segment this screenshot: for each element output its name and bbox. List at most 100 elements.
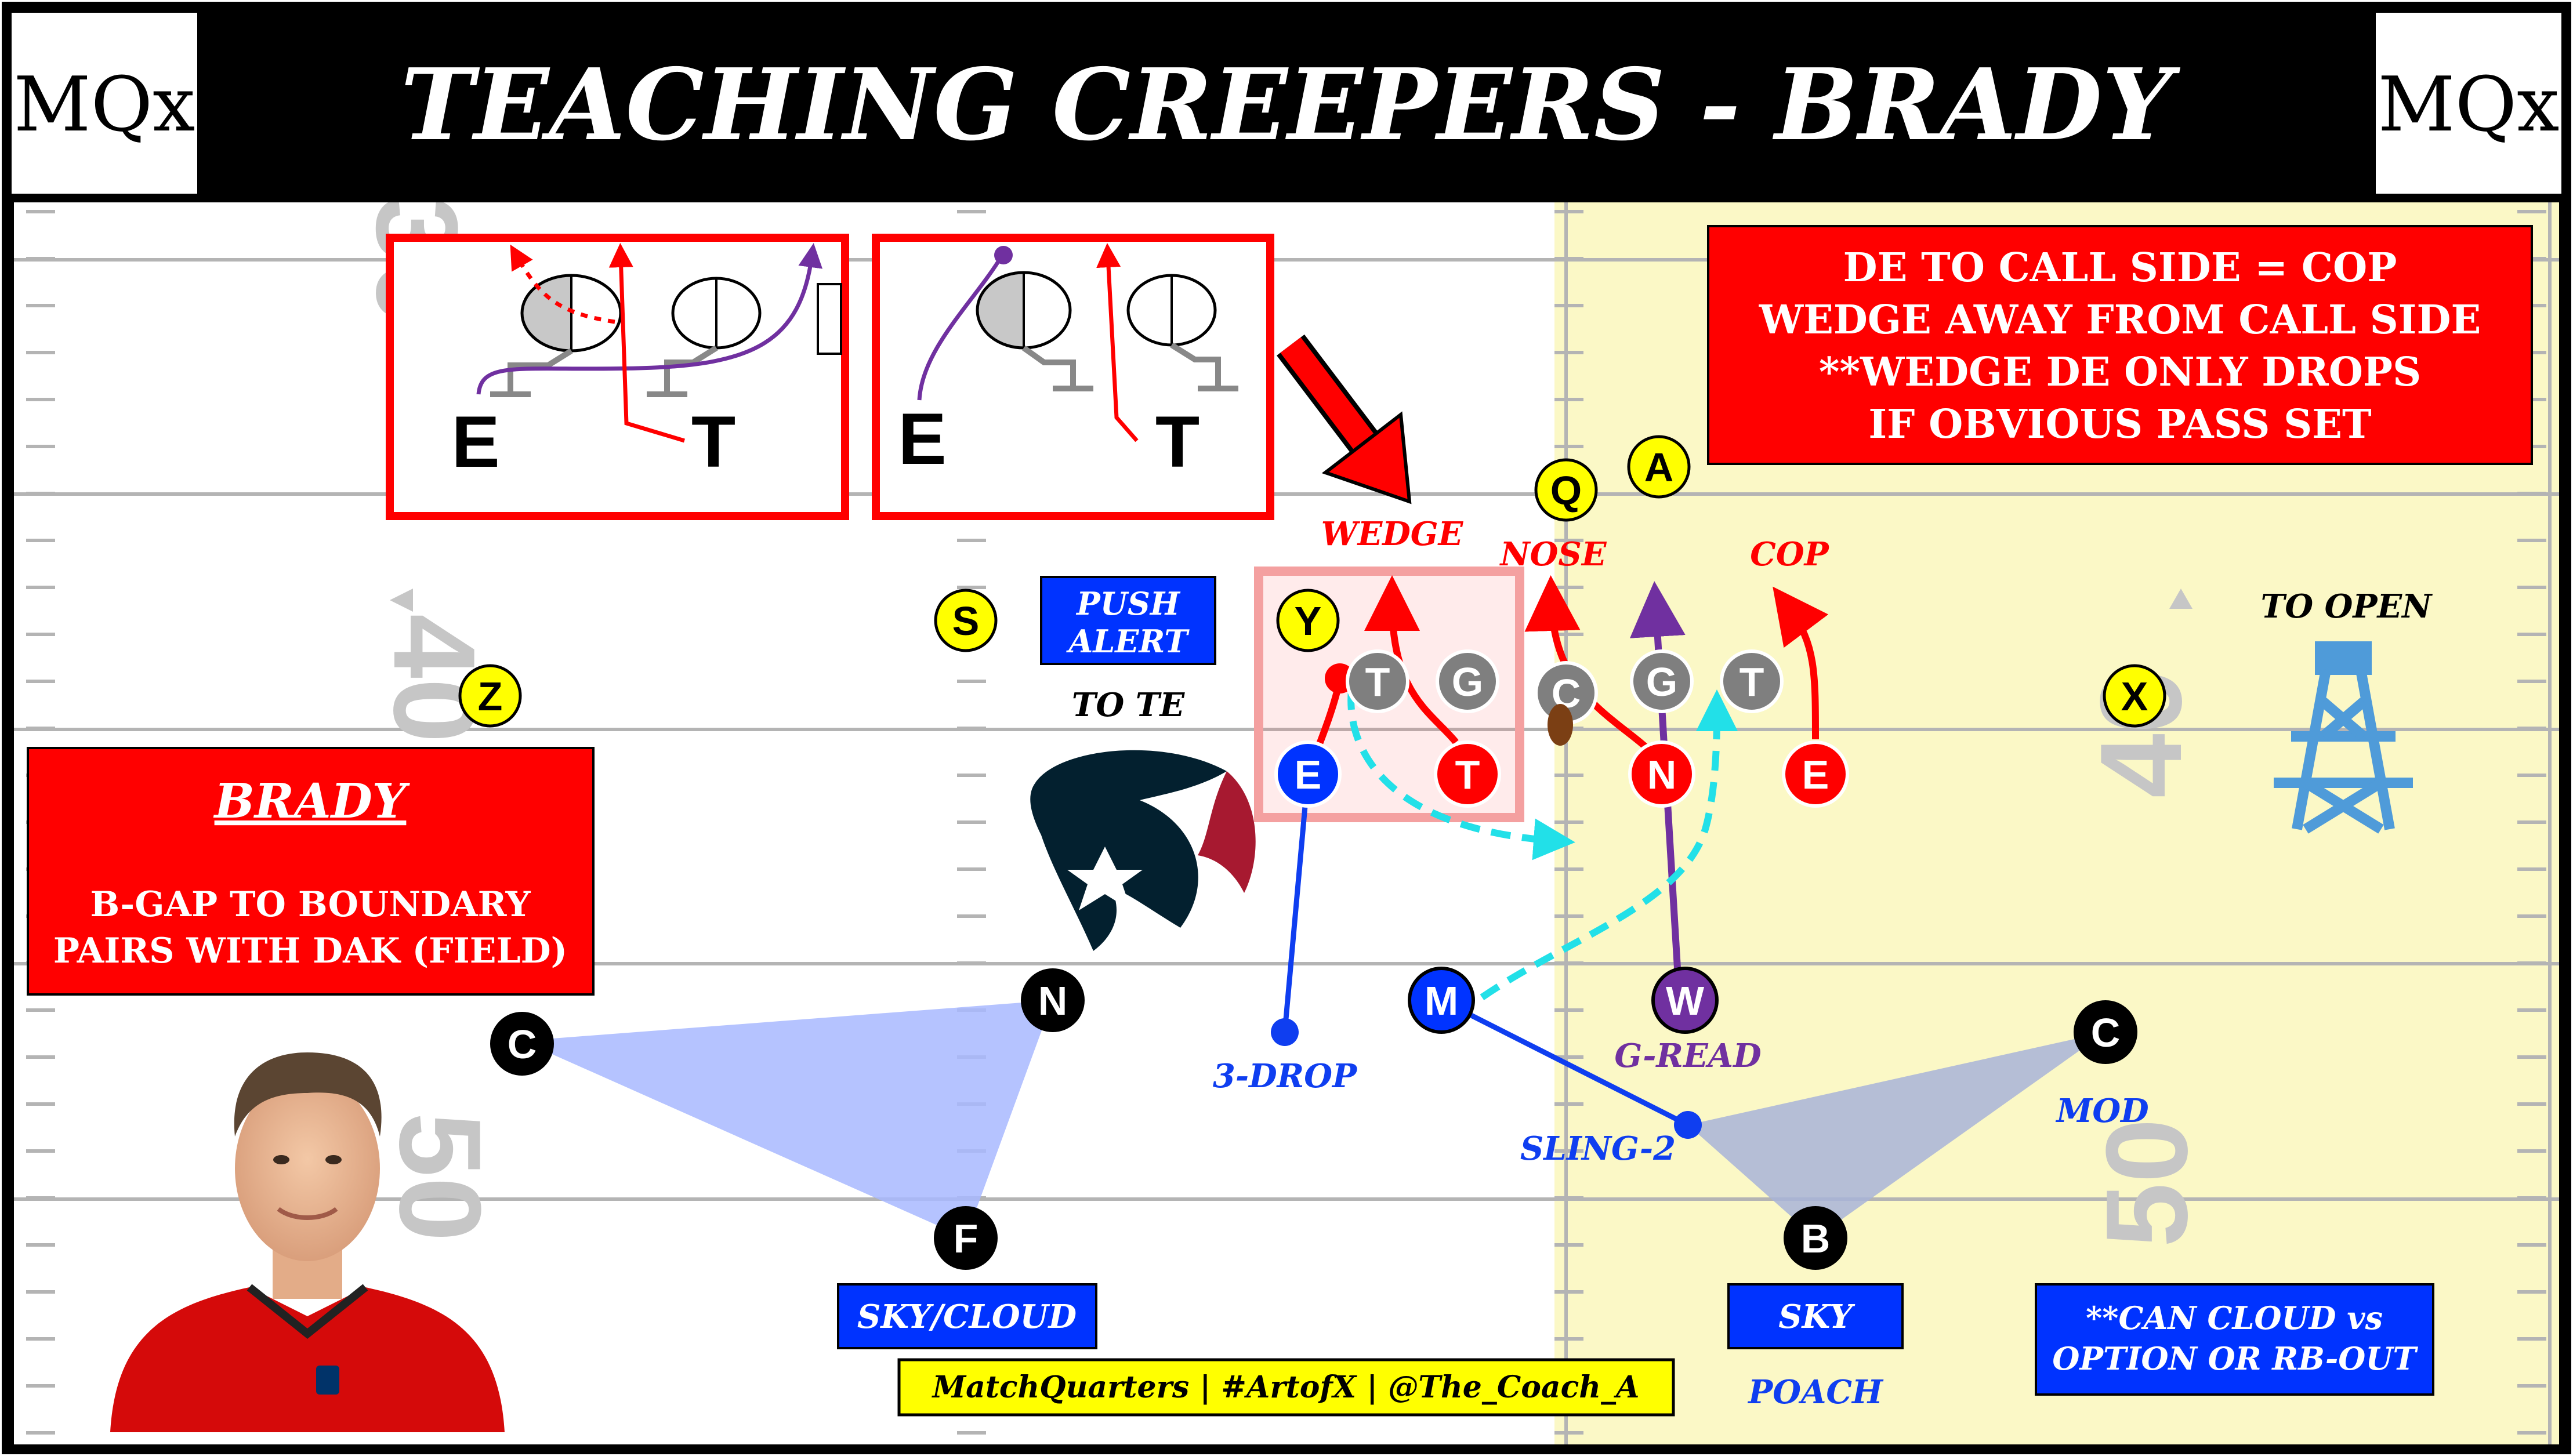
rule-callout: DE TO CALL SIDE = COP WEDGE AWAY FROM CA… [1707,225,2533,465]
player-d-n [1628,740,1695,808]
route-e-3drop [1282,774,1311,1033]
logo-text-left: MQx [13,60,195,148]
label-3-drop: 3-DROP [1213,1057,1358,1095]
player-s-label: S [952,598,980,644]
inset-left-edge-block [817,283,842,355]
player-d-b-label: B [1801,1216,1831,1261]
portrait-hair [234,1052,382,1137]
portrait-shield-icon [316,1366,339,1395]
inset-right-e-dot [994,246,1013,264]
player-ol-t-left [1346,649,1409,713]
sky-callout: SKY [1727,1283,1904,1349]
defense: E T N E M W C N F C B [490,740,2137,1270]
route-m-sling2 [1440,997,1690,1128]
brady-callout: BRADY B-GAP TO BOUNDARY PAIRS WITH DAK (… [27,747,595,996]
route-m-sling2-end [1674,1111,1702,1139]
player-x-label: X [2121,674,2148,719]
label-g-read: G-READ [1614,1037,1762,1075]
inset-right-e: E [898,399,946,480]
sky-cloud-box [837,1283,1097,1349]
rule-line-3: **WEDGE DE ONLY DROPS [1819,349,2421,395]
yard-arrow-left [390,589,413,612]
label-poach: POACH [1747,1373,1884,1411]
player-d-t-left [1434,740,1501,808]
zone-triangle-right [1688,1032,2105,1238]
player-d-w [1651,967,1719,1034]
rule-callout-box [1707,225,2533,465]
page-title: TEACHING CREEPERS - BRADY [401,47,2181,163]
player-y [1276,589,1340,652]
player-ol-g-right-label: G [1646,659,1677,705]
player-d-f [934,1206,998,1270]
brady-callout-box [27,747,595,996]
player-ol-g-right [1630,649,1694,713]
label-to-te: TO TE [1072,686,1186,724]
credits-text: MatchQuarters | #ArtofX | @The_Coach_A [932,1370,1640,1405]
route-cyan-m [1480,689,1738,1000]
credits: MatchQuarters | #ArtofX | @The_Coach_A [897,1358,1675,1417]
route-cyan-loop [1347,689,1575,860]
player-d-b [1784,1206,1847,1270]
header-bar [6,6,2567,200]
sky-text: SKY [1778,1298,1856,1336]
logo-right-box [2376,13,2561,194]
player-d-e-left-label: E [1295,752,1322,797]
route-e-3drop-end [1271,1018,1299,1046]
diagram-labels: WEDGE NOSE COP TO TE TO OPEN 3-DROP G-RE… [1072,515,2433,1411]
label-wedge: WEDGE [1321,515,1464,553]
route-t-wedge [1364,575,1459,745]
inset-left-t: T [691,402,735,482]
route-e-cop [1773,586,1829,740]
player-q [1534,458,1598,522]
push-alert-callout: PUSH ALERT [1040,576,1216,665]
rule-line-2: WEDGE AWAY FROM CALL SIDE [1759,297,2481,343]
player-d-e-right-label: E [1802,752,1829,797]
brady-line-2: PAIRS WITH DAK (FIELD) [53,931,567,971]
player-y-label: Y [1295,598,1322,644]
sky-box [1727,1283,1904,1349]
portrait-jersey [110,1287,505,1432]
player-d-t-left-label: T [1455,752,1480,797]
inset-left-e-path [476,243,823,395]
yard-arrow-right [2169,589,2193,609]
can-cloud-callout: **CAN CLOUD vs OPTION OR RB-OUT [2035,1283,2434,1396]
player-d-e-left [1274,740,1342,808]
portrait-face [235,1076,380,1261]
inset-left-box [386,234,849,520]
player-d-c-left [490,1012,554,1076]
can-cloud-box [2035,1283,2434,1396]
can-cloud-line-1: **CAN CLOUD vs [2086,1299,2383,1337]
inset-left-dotted [510,244,615,324]
label-nose: NOSE [1499,535,1607,573]
player-d-c-left-label: C [508,1022,537,1067]
player-d-n-overhang-label: N [1038,978,1068,1023]
rule-line-1: DE TO CALL SIDE = COP [1843,245,2397,291]
player-ol-g-left-label: G [1452,659,1483,705]
player-a-label: A [1644,445,1674,490]
player-z-label: Z [478,674,503,719]
rule-line-4: IF OBVIOUS PASS SET [1868,401,2371,448]
yard-number-50-left: 50 [375,1113,505,1241]
label-cop: COP [1750,535,1829,573]
logo-left-box [12,13,197,194]
inset-left-t-path [608,243,686,443]
player-ol-g-left [1436,649,1499,713]
credits-box [897,1358,1675,1417]
mqx-logo-left: MQx [13,60,195,148]
yard-number-50-right: 50 [2082,1119,2212,1247]
label-sling-2: SLING-2 [1520,1130,1676,1168]
zone-triangle-left [522,1000,1053,1238]
player-ol-t-right-label: T [1740,659,1764,705]
player-d-f-label: F [954,1216,979,1261]
player-d-w-label: W [1666,978,1704,1023]
label-to-open: TO OPEN [2261,587,2433,626]
inset-right-t: T [1155,402,1199,482]
football-icon [1548,704,1573,746]
player-portrait [110,1052,505,1432]
header: MQx MQx TEACHING CREEPERS - BRADY [6,6,2567,200]
label-mod: MOD [2055,1092,2149,1130]
player-ol-t-left-label: T [1365,659,1390,705]
texans-logo [1030,750,1256,951]
offensive-line: T G C G T [1346,649,1784,746]
player-d-c-right [2074,1000,2137,1064]
